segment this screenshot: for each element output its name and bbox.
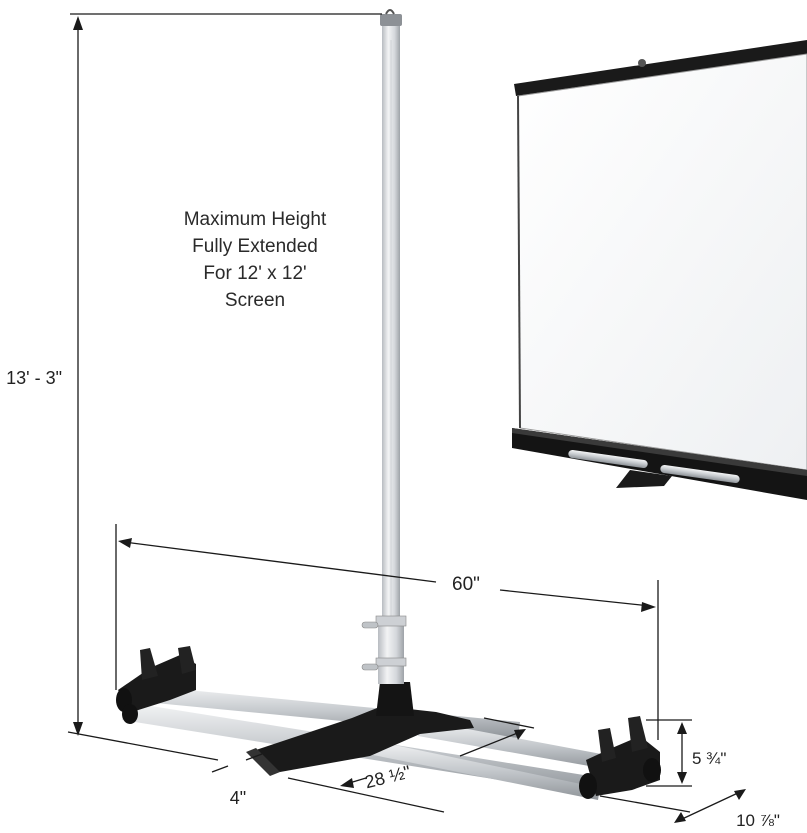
screen-foot-rail-right [660, 464, 740, 484]
mid-rail-lower [368, 740, 600, 800]
height-dimension-label: 13' - 3" [6, 368, 62, 388]
foot-height-dimension-label: 5 ¾" [692, 749, 726, 768]
foot-height-arrow-head-top [677, 722, 687, 734]
foot-depth-extension [599, 795, 691, 813]
left-foot [116, 646, 196, 724]
pole-collar-lower [375, 657, 407, 667]
dimension-lines [67, 13, 746, 823]
right-foot [579, 716, 661, 799]
caption-line-3: For 12' x 12' [203, 263, 306, 284]
leg-offset-tick-right [245, 753, 263, 761]
span-arrow-head-right [514, 729, 526, 740]
foot-height-arrow-head-bottom [677, 772, 687, 784]
width-arrow-right-segment [499, 589, 651, 607]
screen-case-highlight [512, 428, 807, 476]
caption-block: Maximum Height Fully Extended For 12' x … [184, 209, 327, 311]
pole-knob-upper [361, 621, 379, 629]
screen-top-bar [514, 40, 807, 96]
leg-offset-baseline [67, 731, 219, 761]
pole-top-cap [380, 14, 402, 26]
pole-top-hook [385, 9, 395, 15]
telescopic-pole [361, 9, 407, 684]
width-arrow-head-right [641, 602, 656, 612]
screen-left-edge [517, 95, 521, 429]
center-base [246, 682, 474, 776]
width-arrow-left-segment [123, 541, 437, 583]
span-arrow-right [459, 731, 521, 757]
caption-line-2: Fully Extended [192, 236, 318, 257]
leg-offset-dimension-label: 4" [230, 788, 246, 808]
foot-depth-dimension-label: 10 ⅞" [736, 811, 780, 830]
portable-screen-illustration [512, 40, 807, 500]
foot-depth-arrow-head-bottom [674, 812, 686, 823]
leg-offset-tick-left [211, 765, 229, 773]
screen-foot-rail-left [568, 449, 648, 469]
span-dimension-label: 28 ½" [363, 762, 413, 793]
foot-depth-arrow-head-top [734, 789, 746, 800]
stand-illustration [116, 9, 661, 800]
span-left-extension [287, 777, 445, 813]
pole-knob-lower [361, 663, 379, 671]
screen-top-knob [638, 59, 646, 67]
width-dimension-label: 60" [452, 574, 480, 595]
height-arrow-head-top [73, 16, 83, 30]
screen-surface [517, 53, 807, 471]
width-arrow-head-left [118, 538, 132, 548]
foot-depth-arrow [679, 791, 741, 821]
screen-foot-center [616, 470, 672, 488]
height-arrow-head-bottom [73, 722, 83, 736]
mid-rail-upper [418, 720, 612, 770]
caption-line-4: Screen [225, 290, 285, 311]
pole-collar-upper [375, 615, 407, 627]
pole-lower [378, 620, 404, 684]
caption-line-1: Maximum Height [184, 209, 327, 230]
span-arrow-head-left [340, 778, 354, 788]
span-right-extension [483, 717, 535, 729]
